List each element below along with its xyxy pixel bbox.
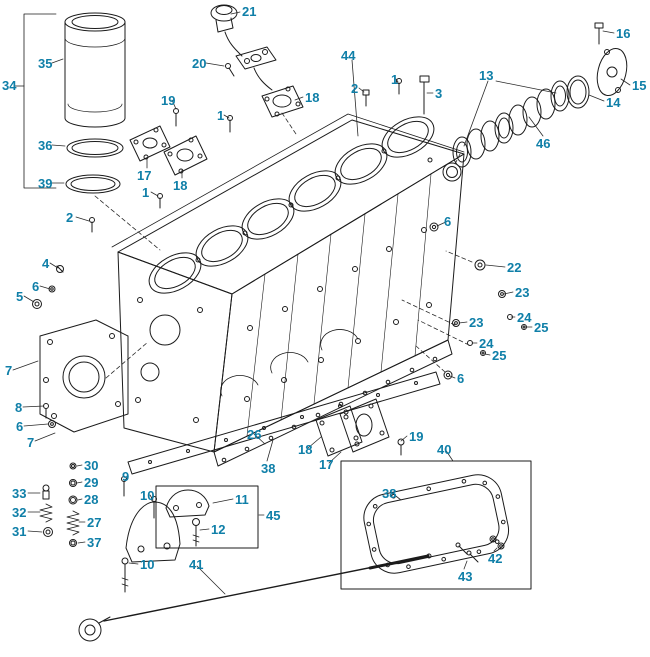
side-cover-plates-top — [129, 108, 208, 176]
callout-18-13[interactable]: 18 — [173, 178, 188, 193]
front-cover-plate — [39, 319, 129, 433]
pan-rail-gasket — [127, 371, 441, 475]
callout-30-47[interactable]: 30 — [84, 458, 99, 473]
rear-cover-plate — [315, 398, 405, 457]
callout-27-50[interactable]: 27 — [87, 515, 102, 530]
callout-43-46[interactable]: 43 — [458, 569, 473, 584]
callout-12-58[interactable]: 12 — [211, 522, 226, 537]
callout-24-28[interactable]: 24 — [479, 336, 494, 351]
leader-lines — [12, 11, 631, 595]
callout-31-54[interactable]: 31 — [12, 524, 27, 539]
callout-24-26[interactable]: 24 — [517, 310, 532, 325]
callout-1-20[interactable]: 1 — [142, 185, 150, 200]
callout-21-0[interactable]: 21 — [242, 4, 257, 19]
callout-25-27[interactable]: 25 — [534, 320, 549, 335]
callout-40-43[interactable]: 40 — [437, 442, 452, 457]
callout-39-9[interactable]: 39 — [38, 176, 53, 191]
callout-6-32[interactable]: 6 — [32, 279, 40, 294]
deck-bolts — [89, 75, 430, 233]
callout-18-14[interactable]: 18 — [305, 90, 320, 105]
callout-32-53[interactable]: 32 — [12, 505, 27, 520]
callout-19-42[interactable]: 19 — [409, 429, 424, 444]
callout-33-52[interactable]: 33 — [12, 486, 27, 501]
callout-9-55[interactable]: 9 — [122, 469, 130, 484]
callout-35-7[interactable]: 35 — [38, 56, 53, 71]
callout-10-56[interactable]: 10 — [140, 488, 155, 503]
callout-1-17[interactable]: 1 — [391, 72, 399, 87]
callout-20-10[interactable]: 20 — [192, 56, 207, 71]
callout-13-4[interactable]: 13 — [479, 68, 494, 83]
callout-19-11[interactable]: 19 — [161, 93, 176, 108]
inset-box-bearing-cap — [155, 485, 259, 549]
callout-14-3[interactable]: 14 — [606, 95, 621, 110]
callout-42-45[interactable]: 42 — [488, 551, 503, 566]
callout-17-12[interactable]: 17 — [137, 168, 152, 183]
callout-25-29[interactable]: 25 — [492, 348, 507, 363]
callout-10-60[interactable]: 10 — [140, 557, 155, 572]
callout-46-5[interactable]: 46 — [536, 136, 551, 151]
callout-2-16[interactable]: 2 — [351, 81, 359, 96]
callout-36-8[interactable]: 36 — [38, 138, 53, 153]
callout-8-35[interactable]: 8 — [15, 400, 23, 415]
right-side-plugs — [429, 222, 527, 380]
callout-6-22[interactable]: 6 — [444, 214, 452, 229]
callout-3-18[interactable]: 3 — [435, 86, 443, 101]
callout-37-51[interactable]: 37 — [87, 535, 102, 550]
callout-11-57[interactable]: 11 — [235, 492, 249, 507]
breather-assembly — [210, 4, 304, 118]
callout-41-61[interactable]: 41 — [189, 557, 204, 572]
callout-17-41[interactable]: 17 — [319, 457, 334, 472]
callout-6-36[interactable]: 6 — [16, 419, 24, 434]
callout-22-23[interactable]: 22 — [507, 260, 522, 275]
alignment-lines — [94, 112, 473, 379]
callout-38-44[interactable]: 38 — [382, 486, 397, 501]
callout-5-33[interactable]: 5 — [16, 289, 24, 304]
main-bearing-cap — [121, 476, 181, 593]
callout-44-19[interactable]: 44 — [341, 48, 356, 63]
callout-16-1[interactable]: 16 — [616, 26, 631, 41]
callout-23-24[interactable]: 23 — [515, 285, 530, 300]
callout-7-34[interactable]: 7 — [5, 363, 13, 378]
callout-15-2[interactable]: 15 — [632, 78, 647, 93]
callout-6-30[interactable]: 6 — [457, 371, 465, 386]
cylinder-liner-group — [13, 12, 126, 194]
inset-box-oil-pan-gasket — [340, 460, 532, 590]
dipstick — [78, 553, 432, 642]
callout-38-39[interactable]: 38 — [261, 461, 276, 476]
callout-18-40[interactable]: 18 — [298, 442, 313, 457]
callout-4-31[interactable]: 4 — [42, 256, 50, 271]
cam-bushings-group — [452, 22, 628, 168]
callout-1-15[interactable]: 1 — [217, 108, 225, 123]
callout-34-6[interactable]: 34 — [2, 78, 17, 93]
callout-7-37[interactable]: 7 — [27, 435, 35, 450]
fastener-stacks — [39, 462, 80, 547]
engine-block — [111, 113, 465, 467]
callout-45-59[interactable]: 45 — [266, 508, 281, 523]
callout-2-21[interactable]: 2 — [66, 210, 74, 225]
callout-26-38[interactable]: 26 — [247, 427, 262, 442]
callout-28-49[interactable]: 28 — [84, 492, 99, 507]
callout-23-25[interactable]: 23 — [469, 315, 484, 330]
callout-29-48[interactable]: 29 — [84, 475, 99, 490]
